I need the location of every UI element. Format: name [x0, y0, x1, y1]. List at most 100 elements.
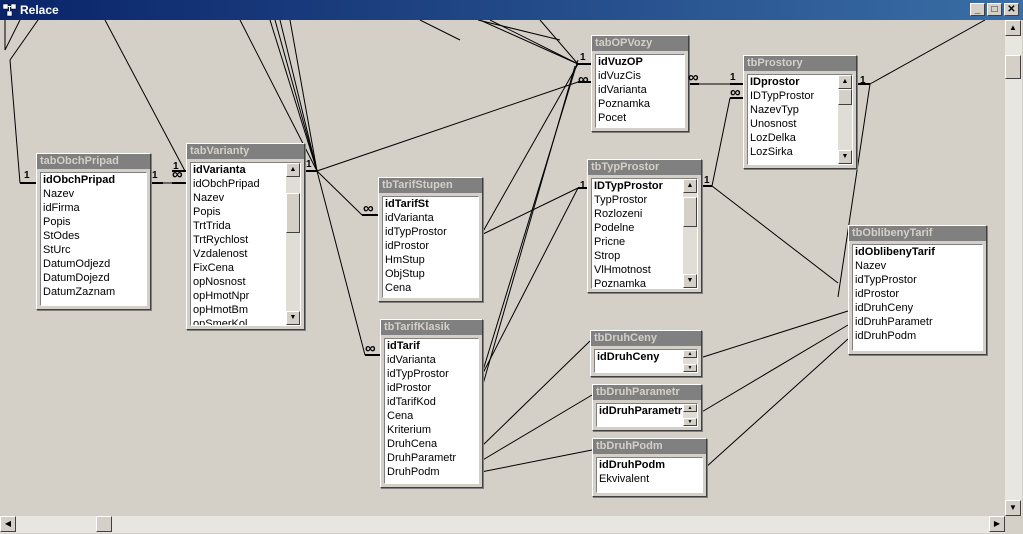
field-item[interactable]: Cena [385, 282, 412, 294]
relationship-line[interactable] [539, 20, 579, 65]
relationship-line[interactable] [279, 20, 318, 172]
field-item[interactable]: VlHmotnost [594, 264, 651, 276]
field-list-scrollbar[interactable]: ▲▼ [286, 163, 300, 325]
field-item[interactable]: DruhCena [387, 438, 438, 450]
field-item[interactable]: opHmotBm [193, 304, 249, 316]
field-item[interactable]: HmStup [385, 254, 425, 266]
horizontal-scroll-thumb[interactable] [96, 516, 112, 532]
relationship-line[interactable] [9, 59, 21, 184]
scroll-thumb[interactable] [1005, 55, 1021, 79]
maximize-button[interactable]: □ [987, 3, 1002, 16]
primary-key-field[interactable]: idVarianta [193, 164, 246, 176]
field-list-scrollbar[interactable]: ▲▼ [838, 75, 852, 164]
primary-key-field[interactable]: idObchPripad [43, 174, 116, 186]
field-item[interactable]: idTypProstor [385, 226, 447, 238]
table-caption[interactable]: tbTypProstor [588, 160, 701, 175]
field-item[interactable]: TrtRychlost [193, 234, 249, 246]
field-list[interactable]: idDruhParametr▲▼ [596, 403, 698, 427]
table-caption[interactable]: tbDruhCeny [591, 331, 701, 346]
table-caption[interactable]: tbTarifKlasik [381, 320, 482, 335]
primary-key-field[interactable]: idVuzOP [598, 56, 643, 68]
relationship-line[interactable] [480, 187, 579, 378]
field-item[interactable]: FixCena [193, 262, 234, 274]
scroll-up-arrow-icon[interactable]: ▲ [683, 179, 697, 193]
field-item[interactable]: Podelne [594, 222, 635, 234]
relationship-line[interactable] [289, 20, 318, 172]
table-caption[interactable]: tbDruhParametr [593, 385, 701, 400]
scroll-down-arrow-icon[interactable]: ▼ [683, 418, 697, 426]
scroll-thumb[interactable] [683, 197, 697, 227]
field-item[interactable]: idDruhCeny [855, 302, 914, 314]
field-item[interactable]: opHmotNpr [193, 290, 250, 302]
relationship-line[interactable] [419, 20, 461, 41]
primary-key-field[interactable]: idDruhParametr [599, 405, 683, 417]
field-item[interactable]: StUrc [43, 244, 71, 256]
relationship-line[interactable] [711, 97, 731, 187]
scroll-down-arrow-icon[interactable]: ▼ [1005, 500, 1021, 516]
table-tbDruhCeny[interactable]: tbDruhCeny idDruhCeny▲▼ [590, 330, 702, 377]
scroll-up-arrow-icon[interactable]: ▲ [286, 163, 300, 177]
table-caption[interactable]: tbOblibenyTarif [849, 226, 986, 241]
field-item[interactable]: DruhParametr [387, 452, 457, 464]
field-list-scrollbar[interactable]: ▲▼ [683, 404, 697, 426]
scroll-down-arrow-icon[interactable]: ▼ [286, 311, 300, 325]
field-list-scrollbar[interactable]: ▲▼ [683, 350, 697, 372]
relationship-line[interactable] [837, 83, 871, 298]
field-item[interactable]: Unosnost [750, 118, 797, 130]
field-item[interactable]: TypProstor [594, 194, 648, 206]
field-list[interactable]: idDruhCeny▲▼ [594, 349, 698, 373]
field-item[interactable]: Nazev [193, 192, 225, 204]
field-item[interactable]: Popis [43, 216, 71, 228]
field-item[interactable]: idObchPripad [193, 178, 260, 190]
primary-key-field[interactable]: idTarif [387, 340, 420, 352]
scroll-up-arrow-icon[interactable]: ▲ [1005, 20, 1021, 36]
relationship-line[interactable] [711, 185, 839, 284]
field-item[interactable]: DruhPodm [387, 466, 440, 478]
field-item[interactable]: idVarianta [385, 212, 434, 224]
field-item[interactable]: IDTypProstor [750, 90, 815, 102]
field-item[interactable]: Popis [193, 206, 221, 218]
relationship-line[interactable] [480, 449, 593, 473]
primary-key-field[interactable]: idDruhPodm [599, 459, 665, 471]
primary-key-field[interactable]: IDprostor [750, 76, 800, 88]
field-item[interactable]: NazevTyp [750, 104, 799, 116]
field-item[interactable]: LozSirka [750, 146, 793, 158]
field-item[interactable]: Poznamka [598, 98, 650, 110]
table-caption[interactable]: tabOPVozy [592, 36, 688, 51]
field-item[interactable]: DatumDojezd [43, 272, 110, 284]
field-item[interactable]: LozDelka [750, 132, 796, 144]
field-item[interactable]: idProstor [387, 382, 432, 394]
field-item[interactable]: ObjStup [385, 268, 425, 280]
relationship-line[interactable] [477, 20, 561, 41]
field-item[interactable]: Nazev [855, 260, 887, 272]
field-item[interactable]: idProstor [855, 288, 900, 300]
scroll-thumb[interactable] [838, 89, 852, 105]
field-item[interactable]: idProstor [385, 240, 430, 252]
field-item[interactable]: idDruhPodm [855, 330, 917, 342]
table-caption[interactable]: tbTarifStupen [379, 178, 482, 193]
scroll-thumb[interactable] [286, 193, 300, 233]
field-item[interactable]: StOdes [43, 230, 80, 242]
minimize-button[interactable]: _ [970, 3, 985, 16]
vertical-scrollbar[interactable]: ▲ ▼ [1005, 20, 1022, 516]
field-item[interactable]: idTarifKod [387, 396, 436, 408]
scroll-right-arrow-icon[interactable]: ▶ [989, 516, 1005, 532]
field-item[interactable]: idFirma [43, 202, 80, 214]
relationship-line[interactable] [316, 81, 579, 172]
relationship-line[interactable] [480, 187, 579, 236]
primary-key-field[interactable]: idOblibenyTarif [855, 246, 935, 258]
relationship-line[interactable] [699, 310, 849, 359]
relationship-line[interactable] [274, 20, 318, 172]
table-caption[interactable]: tbProstory [744, 56, 856, 71]
